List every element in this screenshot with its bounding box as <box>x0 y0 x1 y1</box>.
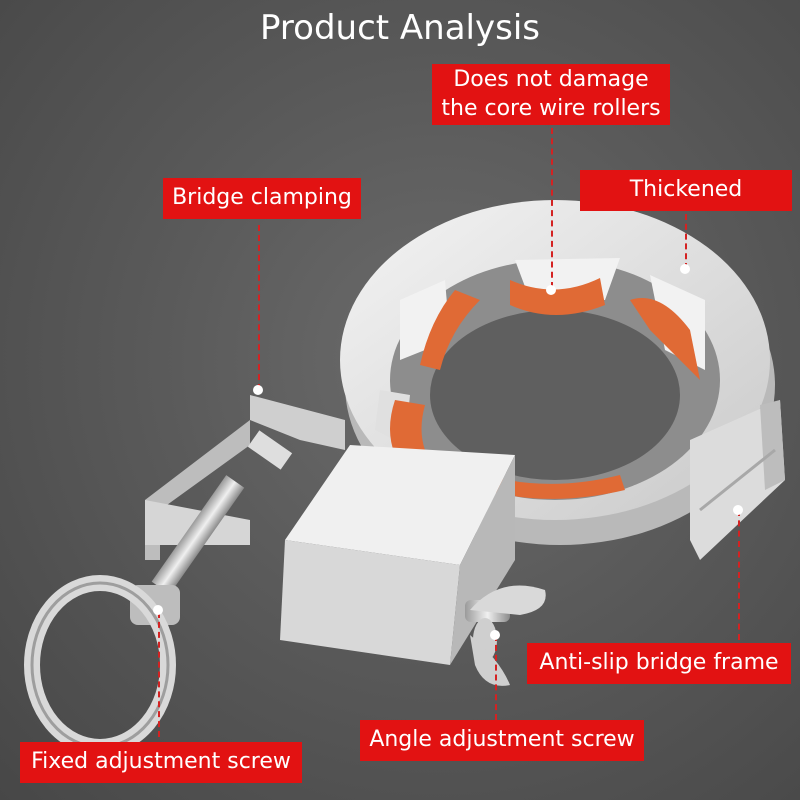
callout-fixed-adjustment-screw: Fixed adjustment screw <box>20 742 302 783</box>
callout-thickened: Thickened <box>580 170 792 211</box>
connector-line <box>158 612 160 737</box>
connector-line <box>738 510 740 640</box>
anti-slip-bridge-frame <box>690 400 785 560</box>
callout-does-not-damage: Does not damage the core wire rollers <box>432 64 670 126</box>
connector-line <box>258 225 260 390</box>
callout-text-line1: Does not damage <box>453 67 649 92</box>
indicator-dot <box>490 630 500 640</box>
indicator-dot <box>546 285 556 295</box>
callout-bridge-clamping: Bridge clamping <box>163 178 361 219</box>
indicator-dot <box>733 505 743 515</box>
callout-text-line2: the core wire rollers <box>441 95 661 121</box>
indicator-dot <box>680 264 690 274</box>
connector-line <box>551 128 553 288</box>
bridge-c-clamp <box>145 395 345 595</box>
connector-line <box>495 635 497 720</box>
callout-anti-slip-bridge-frame: Anti-slip bridge frame <box>527 643 791 684</box>
callout-angle-adjustment-screw: Angle adjustment screw <box>360 720 644 761</box>
connector-line <box>685 214 687 269</box>
angle-adjustment-wing-nut <box>465 585 546 686</box>
indicator-dot <box>153 605 163 615</box>
page-title: Product Analysis <box>260 8 540 48</box>
indicator-dot <box>253 385 263 395</box>
